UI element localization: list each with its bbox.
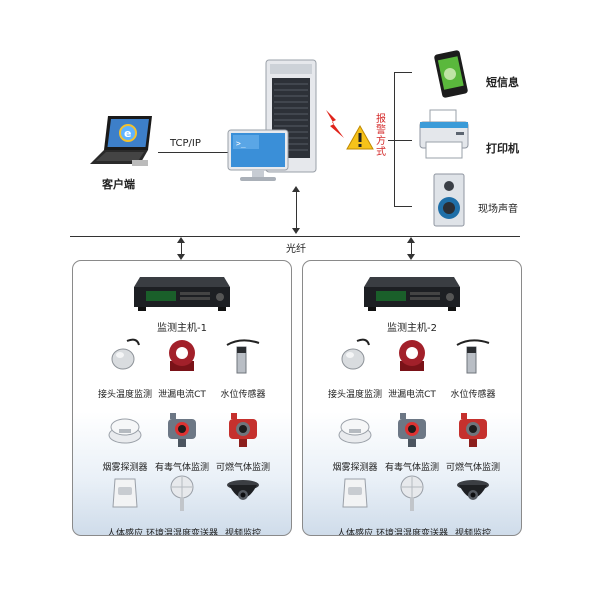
device-label: 有毒气体监测: [154, 463, 210, 473]
laptop-icon: e: [90, 116, 152, 166]
device-label: 可燃气体监测: [445, 463, 501, 473]
printer-icon: [419, 109, 469, 159]
bracket-line-printer: [394, 140, 412, 141]
output-label-printer: 打印机: [486, 142, 519, 155]
phone-icon: [434, 50, 468, 98]
fiber-line: [70, 236, 520, 237]
device-label: 烟雾探测器: [332, 463, 378, 473]
lightning-icon: [326, 110, 344, 138]
bracket-connector: [388, 140, 394, 141]
protocol-label: TCP/IP: [170, 138, 201, 149]
arrow-down-panel1: [177, 254, 185, 260]
device-label: 水位传感器: [220, 390, 266, 400]
monitor-icon: >_: [227, 129, 289, 181]
output-label-speaker: 现场声音: [478, 204, 518, 215]
device-label: 人体感应: [106, 529, 144, 536]
speaker-icon: [433, 173, 465, 227]
monitoring-host-label: 监测主机-2: [387, 323, 437, 334]
device-label: 环境温湿度变送器: [145, 529, 219, 536]
device-label: 有毒气体监测: [384, 463, 440, 473]
panel2-fiber-link: [411, 240, 412, 256]
device-label: 可燃气体监测: [215, 463, 271, 473]
arrow-up-panel2: [407, 237, 415, 243]
output-bracket: [394, 72, 413, 206]
device-label: 水位传感器: [450, 390, 496, 400]
alarm-method-label: 报警方式: [376, 114, 386, 158]
bracket-line-sms: [394, 72, 412, 73]
panel1-fiber-link: [181, 240, 182, 256]
device-label: 视频监控: [224, 529, 262, 536]
device-label: 泄漏电流CT: [158, 390, 206, 400]
arrow-up-server: [292, 186, 300, 192]
server-fiber-link: [296, 190, 297, 232]
svg-text:>_: >_: [236, 139, 246, 148]
device-label: 接头温度监测: [327, 390, 383, 400]
output-label-sms: 短信息: [486, 76, 519, 89]
fiber-label: 光纤: [286, 244, 306, 255]
device-label: 泄漏电流CT: [388, 390, 436, 400]
monitoring-host-label: 监测主机-1: [157, 323, 207, 334]
warning-icon: [346, 124, 374, 150]
device-label: 人体感应: [336, 529, 374, 536]
device-label: 视频监控: [454, 529, 492, 536]
arrow-down-panel2: [407, 254, 415, 260]
arrow-up-panel1: [177, 237, 185, 243]
bracket-line-speaker: [394, 206, 412, 207]
monitoring-panel-1: 监测主机-1 接头温度监测泄漏电流CT 水位传感器烟雾探测器有毒气体监测可燃气体监测…: [72, 260, 292, 536]
svg-text:e: e: [124, 127, 131, 140]
device-label: 接头温度监测: [97, 390, 153, 400]
device-label: 烟雾探测器: [102, 463, 148, 473]
monitoring-panel-2: 监测主机-2 接头温度监测泄漏电流CT 水位传感器烟雾探测器有毒气体监测可燃气体监测…: [302, 260, 522, 536]
device-label: 环境温湿度变送器: [375, 529, 449, 536]
arrow-down-server: [292, 228, 300, 234]
client-label: 客户端: [102, 178, 135, 191]
tcpip-link-line: [158, 152, 230, 153]
